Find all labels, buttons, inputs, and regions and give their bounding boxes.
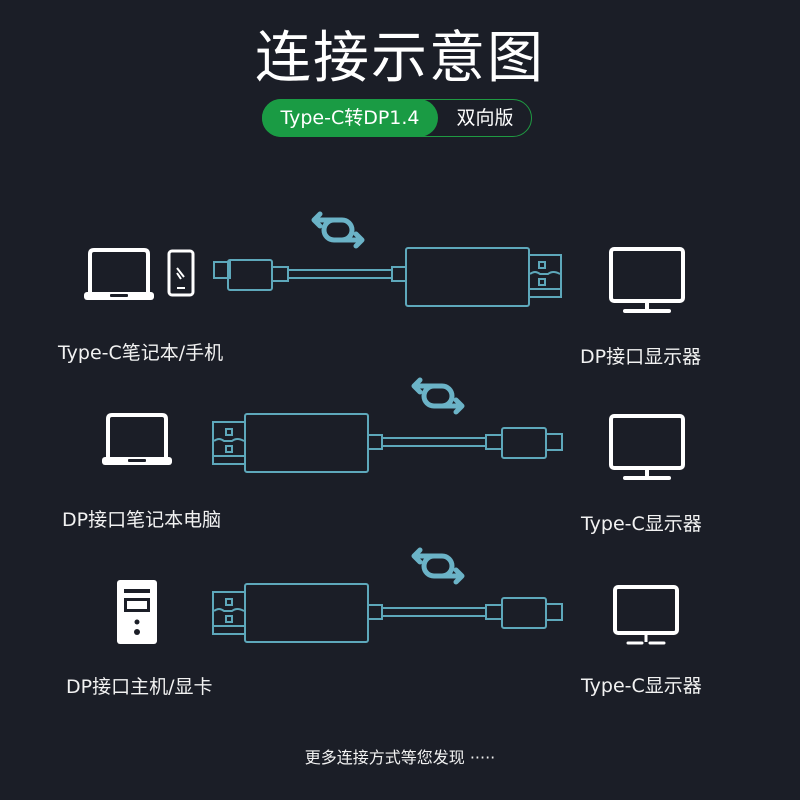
bidirectional-arrows-icon — [414, 550, 462, 582]
bidirectional-arrows-icon — [414, 380, 462, 412]
dp-to-typec-cable — [212, 583, 563, 643]
target-label: DP接口显示器 — [580, 346, 702, 368]
monitor-icon — [613, 585, 679, 645]
page-title: 连接示意图 — [255, 26, 545, 91]
source-label: DP接口笔记本电脑 — [62, 509, 222, 531]
phone-icon — [167, 249, 195, 297]
desktop-tower-icon — [117, 580, 157, 644]
target-label: Type-C显示器 — [581, 675, 702, 697]
badge-secondary: 双向版 — [456, 107, 514, 129]
footer-note: 更多连接方式等您发现 ····· — [304, 748, 496, 767]
source-label: DP接口主机/显卡 — [66, 676, 213, 698]
laptop-icon — [82, 248, 156, 302]
typec-to-dp-cable — [213, 247, 562, 307]
target-label: Type-C显示器 — [581, 513, 702, 535]
monitor-icon — [609, 247, 685, 313]
source-label: Type-C笔记本/手机 — [58, 342, 224, 364]
dp-to-typec-cable — [212, 413, 563, 473]
monitor-icon — [609, 414, 685, 480]
bidirectional-arrows-icon — [314, 214, 362, 246]
badge-primary: Type-C转DP1.4 — [262, 99, 438, 137]
laptop-icon — [100, 413, 174, 467]
